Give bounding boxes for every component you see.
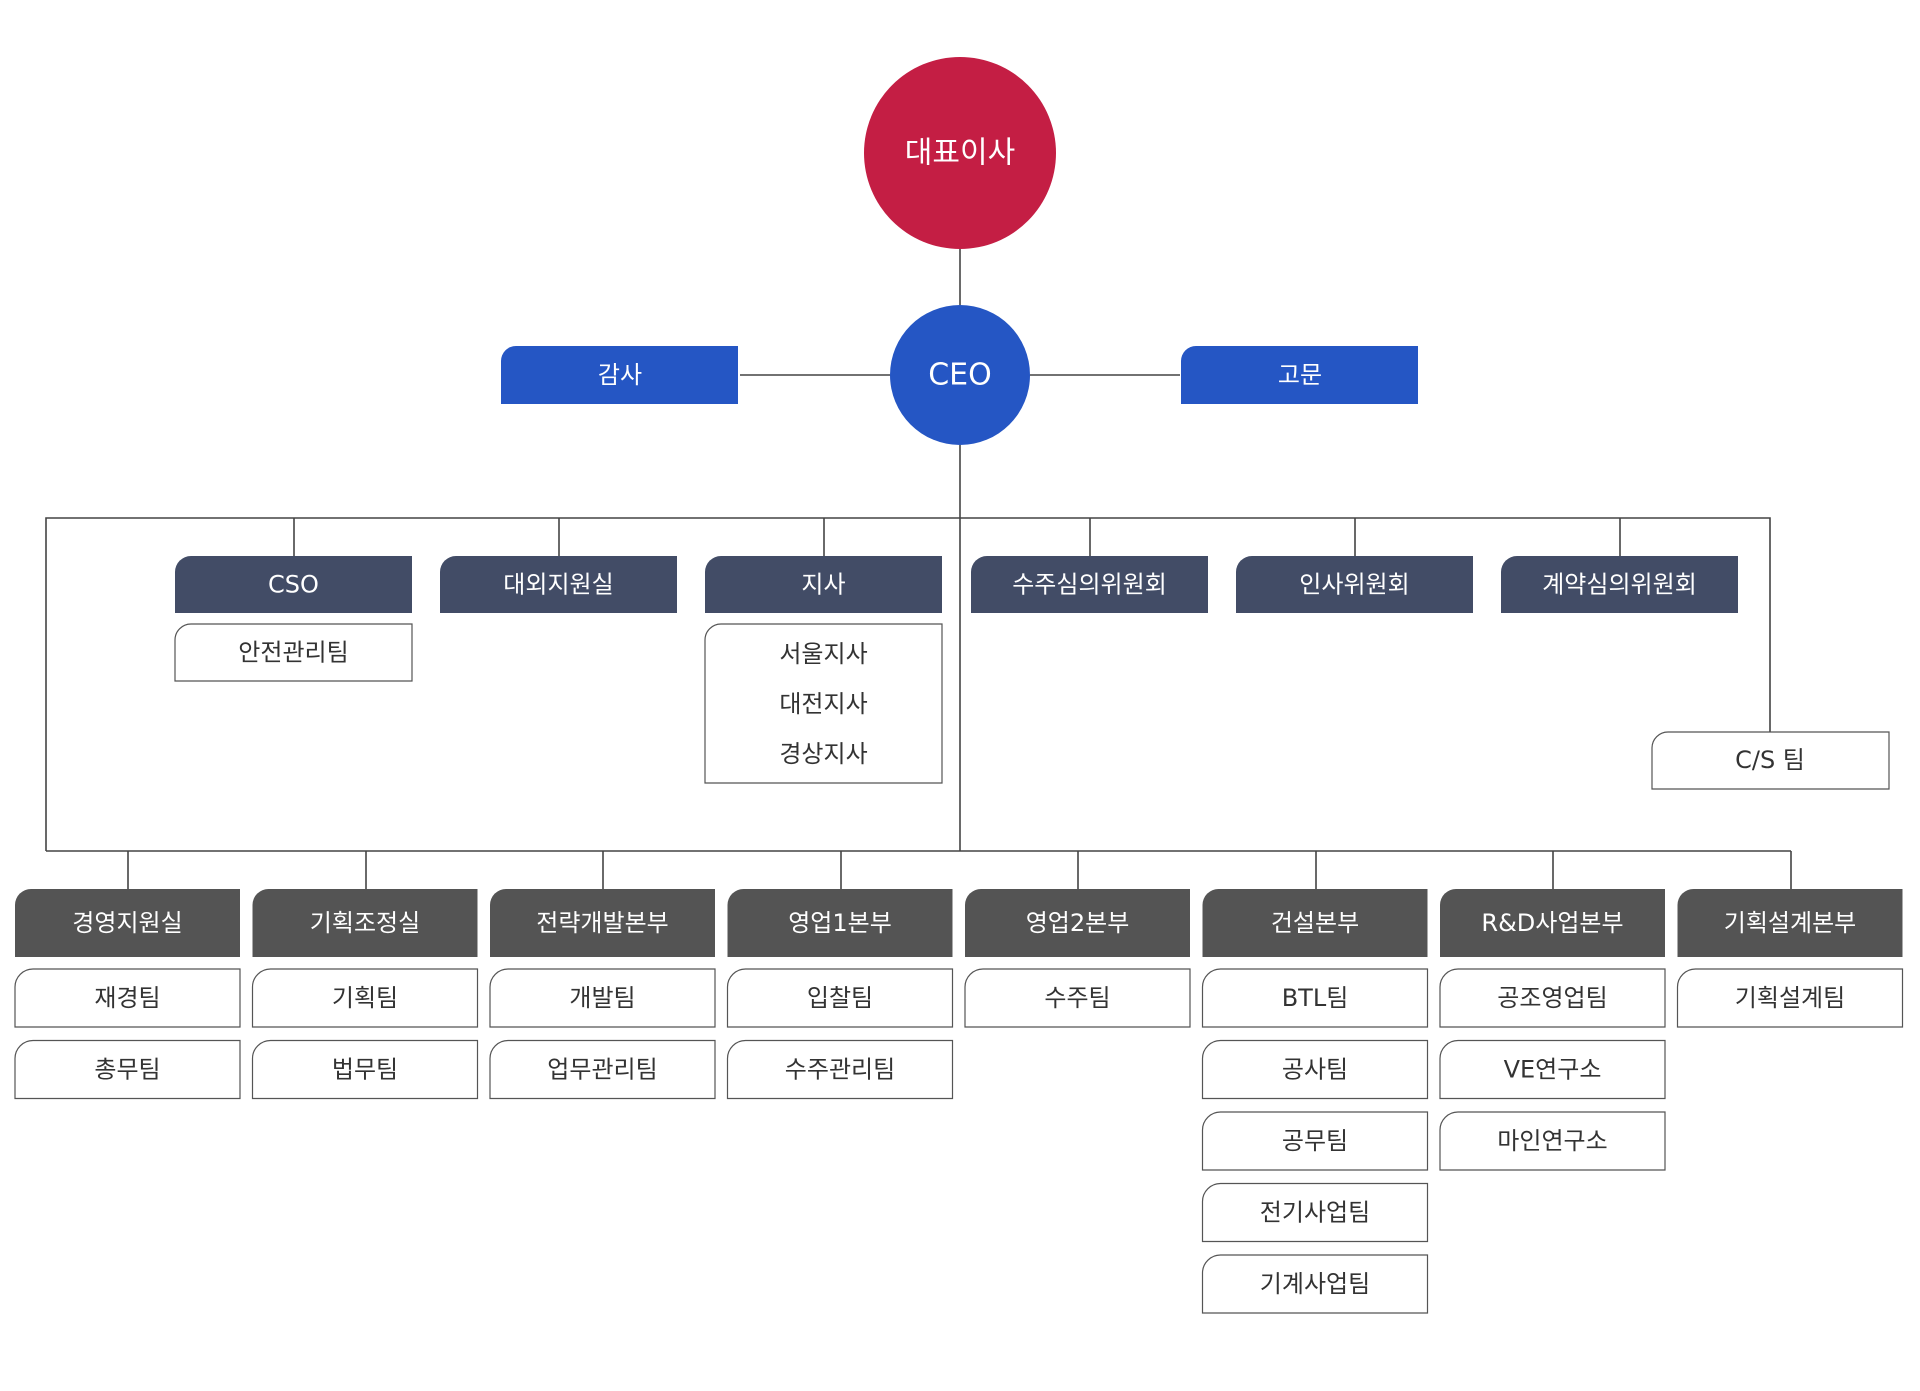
advisor-box <box>1181 346 1418 404</box>
division-label: 영업1본부 <box>788 909 892 937</box>
team-label: 공무팀 <box>1282 1127 1348 1155</box>
sub-unit-label: 대전지사 <box>779 690 867 718</box>
team-label: 마인연구소 <box>1497 1127 1607 1155</box>
division-box <box>965 889 1190 957</box>
middle-unit-box <box>440 556 677 613</box>
middle-unit-box <box>175 556 412 613</box>
team-label: VE연구소 <box>1504 1056 1602 1084</box>
team-box <box>251 1039 479 1100</box>
team-label: 공사팀 <box>1282 1056 1348 1084</box>
team-box <box>489 1039 716 1100</box>
sub-unit-box <box>704 623 943 784</box>
team-box <box>1201 1182 1429 1243</box>
audit-label: 감사 <box>598 361 642 389</box>
team-box <box>1201 968 1429 1028</box>
team-box <box>964 968 1191 1028</box>
middle-unit-label: 계약심의위원회 <box>1542 571 1697 599</box>
middle-unit-label: 수주심의위원회 <box>1012 571 1167 599</box>
team-label: 공조영업팀 <box>1497 984 1607 1012</box>
team-label: 총무팀 <box>94 1056 160 1084</box>
middle-unit-box <box>705 556 942 613</box>
division-label: R&D사업본부 <box>1481 909 1623 937</box>
division-box <box>1677 889 1903 957</box>
team-box <box>489 968 716 1028</box>
division-box <box>252 889 478 957</box>
team-box <box>726 968 954 1028</box>
team-label: 개발팀 <box>569 984 635 1012</box>
team-box <box>1676 968 1904 1028</box>
sub-unit-label: 경상지사 <box>779 740 867 768</box>
cs-team-box <box>1651 731 1890 790</box>
middle-unit-label: CSO <box>268 571 319 599</box>
team-label: BTL팀 <box>1282 984 1349 1012</box>
division-label: 영업2본부 <box>1026 909 1130 937</box>
team-box <box>1201 1111 1429 1171</box>
division-box <box>1202 889 1428 957</box>
ceo-label: CEO <box>928 358 992 393</box>
team-box <box>726 1039 954 1100</box>
middle-unit-box <box>1501 556 1738 613</box>
connector-lines <box>45 248 1792 889</box>
division-label: 전략개발본부 <box>536 909 668 937</box>
ceo-representative-circle <box>864 57 1056 249</box>
team-label: 입찰팀 <box>807 984 873 1012</box>
team-box <box>1439 1039 1666 1100</box>
division-box <box>490 889 715 957</box>
team-label: 수주관리팀 <box>785 1056 895 1084</box>
team-label: 기계사업팀 <box>1260 1270 1370 1298</box>
team-label: 수주팀 <box>1044 984 1110 1012</box>
division-box <box>727 889 953 957</box>
audit-box <box>501 346 738 404</box>
division-box <box>15 889 240 957</box>
middle-unit-box <box>1236 556 1473 613</box>
division-label: 경영지원실 <box>72 909 182 937</box>
team-box <box>1439 968 1666 1028</box>
middle-unit-label: 대외지원실 <box>503 571 613 599</box>
team-label: 기획팀 <box>332 984 398 1012</box>
middle-unit-box <box>971 556 1208 613</box>
sub-unit-box <box>174 623 413 682</box>
team-label: 법무팀 <box>332 1056 398 1084</box>
division-label: 기획조정실 <box>310 909 420 937</box>
sub-unit-label: 서울지사 <box>779 640 867 668</box>
team-box <box>251 968 479 1028</box>
team-box <box>1201 1039 1429 1100</box>
team-label: 재경팀 <box>94 984 160 1012</box>
cs-team-label: C/S 팀 <box>1735 746 1805 774</box>
middle-unit-label: 지사 <box>801 571 845 599</box>
division-label: 건설본부 <box>1271 909 1359 937</box>
team-box <box>14 1039 241 1100</box>
division-label: 기획설계본부 <box>1724 909 1856 937</box>
cs-team-group: C/S 팀 <box>1651 731 1890 790</box>
team-box <box>1201 1254 1429 1314</box>
division-box <box>1440 889 1665 957</box>
team-box <box>1439 1111 1666 1171</box>
team-label: 기획설계팀 <box>1735 984 1845 1012</box>
ceo-circle <box>890 305 1030 445</box>
middle-unit-label: 인사위원회 <box>1299 571 1409 599</box>
team-label: 업무관리팀 <box>547 1056 657 1084</box>
team-box <box>14 968 241 1028</box>
advisor-label: 고문 <box>1278 361 1322 389</box>
sub-unit-label: 안전관리팀 <box>238 639 348 667</box>
team-label: 전기사업팀 <box>1260 1199 1370 1227</box>
representative-label: 대표이사 <box>905 136 1015 171</box>
